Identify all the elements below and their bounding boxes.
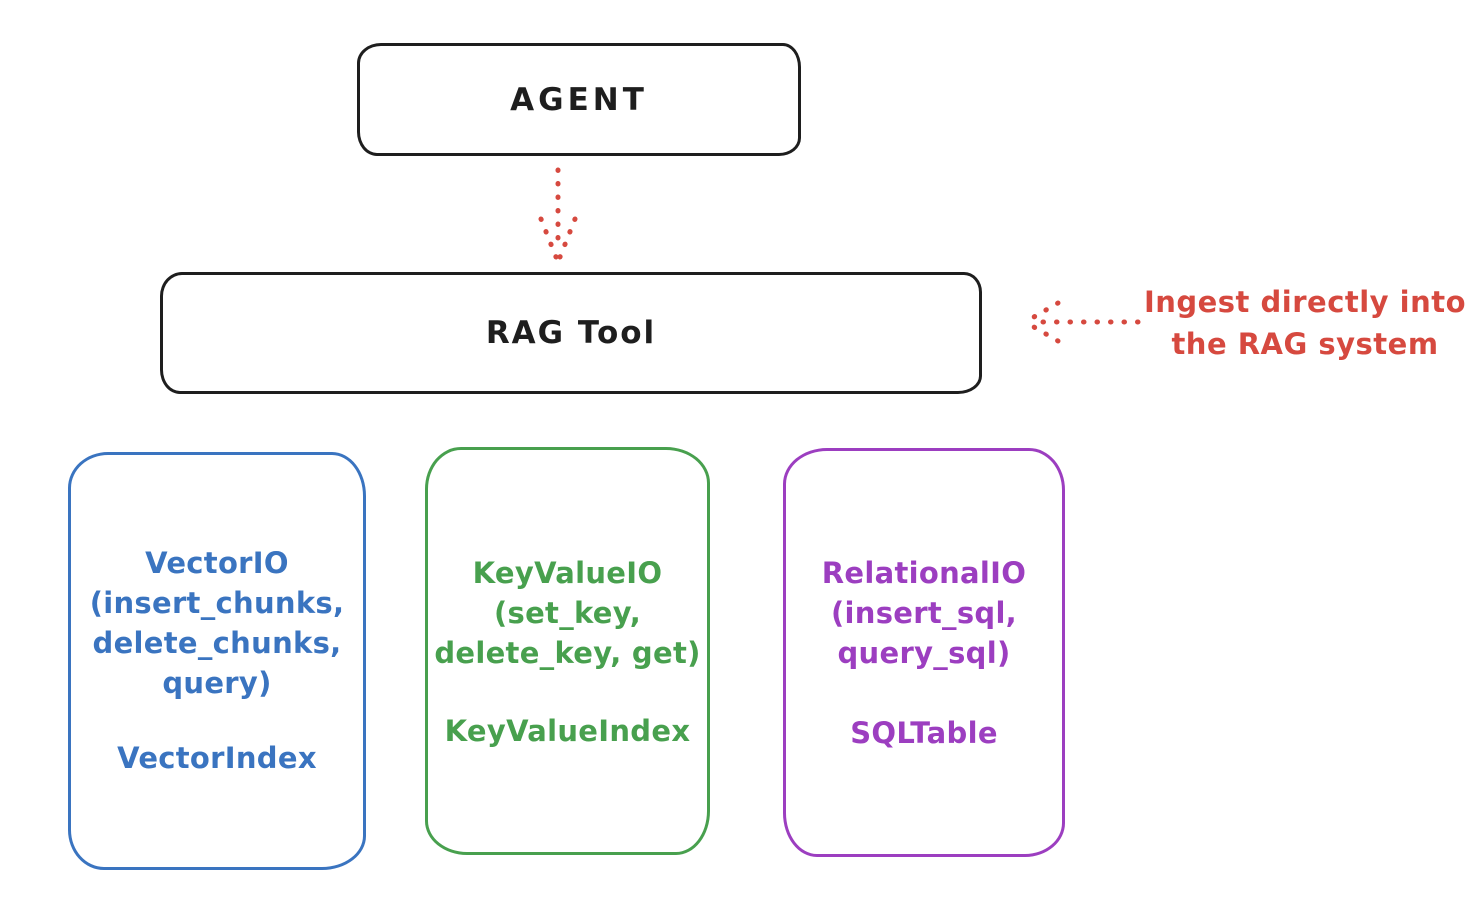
rag-tool-node: RAG Tool xyxy=(160,272,982,394)
vector-io-line: (insert_chunks, xyxy=(89,586,345,620)
rag-tool-label: RAG Tool xyxy=(485,315,657,351)
annotation-line-1: Ingest directly into xyxy=(1143,285,1467,319)
keyvalue-index-label: KeyValueIndex xyxy=(444,714,691,748)
relational-io-line: (insert_sql, xyxy=(830,596,1017,630)
relational-io-line: RelationalIO xyxy=(821,556,1027,590)
relational-io-line: query_sql) xyxy=(837,636,1011,670)
vector-index-label: VectorIndex xyxy=(117,741,317,775)
vector-io-node: VectorIO (insert_chunks, delete_chunks, … xyxy=(68,452,366,870)
dotted-arrow-down-icon xyxy=(538,167,578,260)
ingest-annotation: Ingest directly into the RAG system xyxy=(1140,281,1470,365)
agent-label: AGENT xyxy=(510,81,648,118)
vector-io-line: VectorIO xyxy=(145,546,289,580)
keyvalue-io-line: delete_key, get) xyxy=(434,636,701,670)
relational-io-node: RelationalIO (insert_sql, query_sql) SQL… xyxy=(783,448,1065,857)
keyvalue-io-line: KeyValueIO xyxy=(472,556,663,590)
agent-node: AGENT xyxy=(357,43,801,156)
sql-table-label: SQLTable xyxy=(850,716,998,750)
keyvalue-io-line: (set_key, xyxy=(493,596,642,630)
dotted-arrow-left-icon xyxy=(1024,300,1141,344)
vector-io-line: delete_chunks, xyxy=(92,626,342,660)
vector-io-line: query) xyxy=(162,666,272,700)
annotation-line-2: the RAG system xyxy=(1171,327,1439,361)
keyvalue-io-node: KeyValueIO (set_key, delete_key, get) Ke… xyxy=(425,447,710,855)
